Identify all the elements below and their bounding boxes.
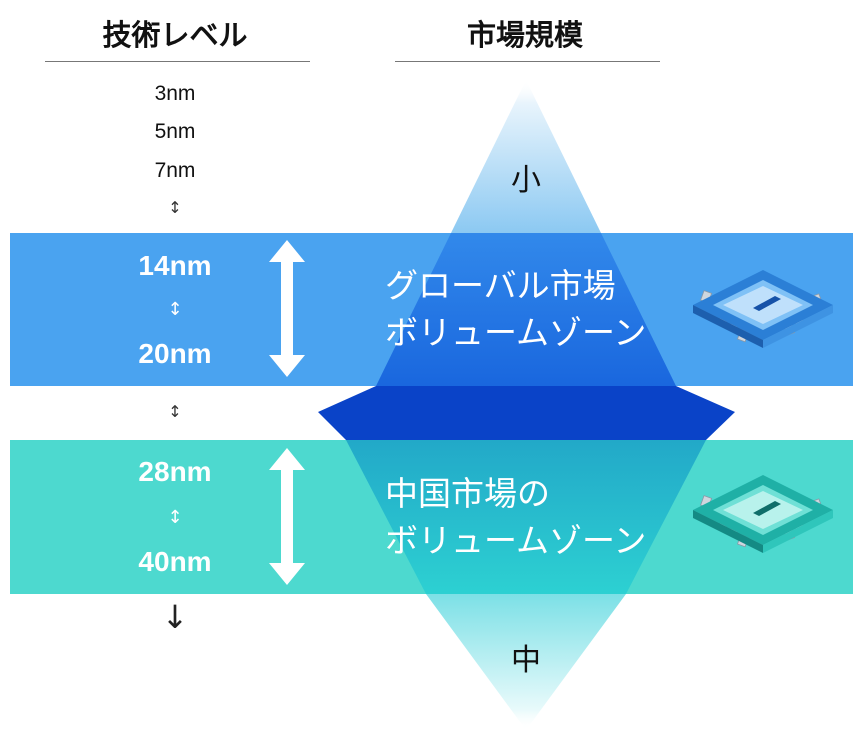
lower-triangle-bottom [426,594,626,729]
lower-triangle-band [346,440,706,594]
market-medium-label: 中 [511,643,541,678]
updown-arrow-icon: ↕ [167,507,183,528]
market-size-header: 市場規模 [466,18,583,52]
node-7nm-label: 7nm [154,159,196,182]
chip-icon-teal [693,475,833,553]
china-zone-line2: ボリュームゾーン [385,520,647,560]
upper-triangle-band [376,233,676,386]
updown-arrow-icon: ↕ [168,402,182,421]
down-arrow-icon: ↓ [161,598,189,636]
global-zone-label: グローバル市場 ボリュームゾーン [385,263,646,357]
node-28nm-label: 28nm [138,456,212,487]
china-zone-label: 中国市場の ボリュームゾーン [385,471,646,565]
double-arrow-icon-1 [269,240,305,377]
updown-arrow-icon: ↕ [167,299,183,320]
updown-arrow-icon: ↕ [168,198,182,217]
center-hexagon [318,386,735,440]
chip-icon-blue [693,270,833,348]
china-zone-line1: 中国市場の [385,474,550,513]
market-size-header-rule [395,61,660,62]
tech-level-header: 技術レベル [102,18,248,52]
tech-level-header-rule [45,61,310,62]
node-14nm-label: 14nm [138,250,212,281]
node-5nm-label: 5nm [154,120,196,143]
double-arrow-icon-2 [269,448,305,585]
upper-triangle-top [451,80,601,233]
node-20nm-label: 20nm [138,338,212,369]
node-3nm-label: 3nm [154,82,196,105]
global-zone-line2: ボリュームゾーン [385,312,647,352]
global-zone-line1: グローバル市場 [385,266,616,305]
node-40nm-label: 40nm [138,546,212,577]
market-small-label: 小 [511,163,541,198]
